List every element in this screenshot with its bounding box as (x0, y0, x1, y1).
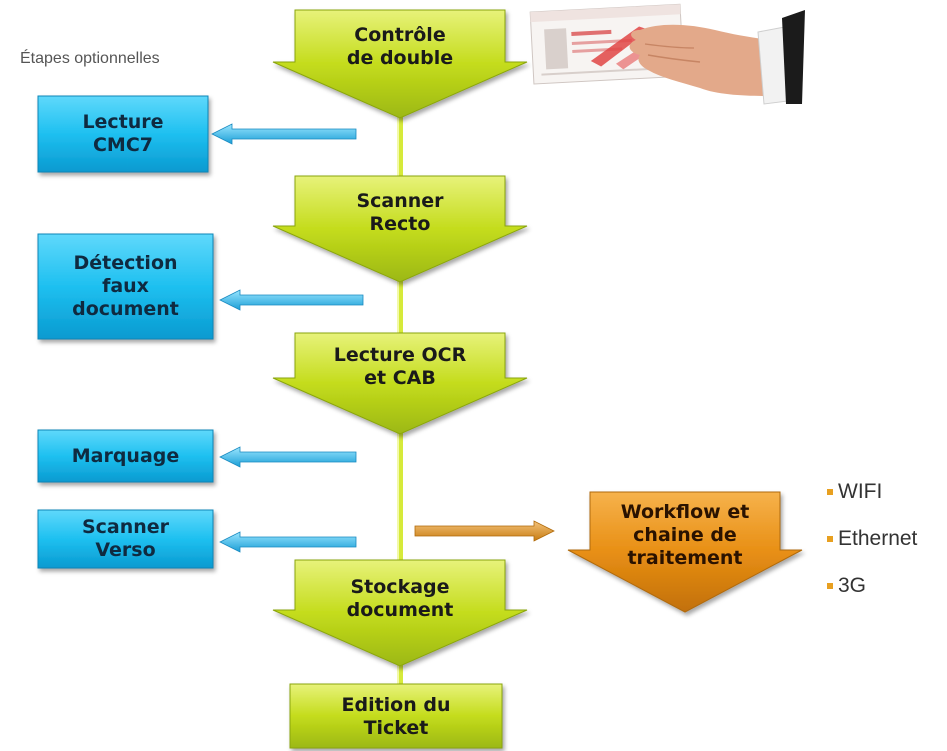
connectivity-item-wifi: WIFI (827, 480, 882, 504)
arrow-left-scanner-verso (219, 531, 357, 553)
connectivity-label: 3G (838, 574, 867, 597)
arrow-right-workflow (414, 520, 555, 542)
workflow-label: Workflow et chaine de traitement (620, 500, 750, 569)
connectivity-label: Ethernet (838, 527, 918, 550)
optional-box-marquage (37, 429, 214, 483)
optional-box-scanner-verso (37, 509, 214, 569)
arrow-left-marquage (219, 446, 357, 468)
step-shape-stockage (272, 559, 528, 667)
optional-box-cmc7 (37, 95, 209, 173)
workflow-shape (567, 491, 803, 613)
hand-holding-cheque-icon (529, 3, 805, 105)
connectivity-item-3g: 3G (827, 574, 866, 598)
optional-label-detection: Détection faux document (72, 252, 179, 320)
step-label-scanner-recto: Scanner Recto (356, 190, 444, 235)
step-label-controle: Contrôle de double (346, 24, 454, 69)
arrow-left-cmc7 (211, 123, 357, 145)
step-shape-lecture-ocr (272, 332, 528, 435)
step-label-edition: Edition du Ticket (341, 694, 451, 739)
step-label-stockage: Stockage document (346, 576, 454, 621)
step-shape-edition (289, 683, 503, 749)
arrow-left-detection (219, 289, 364, 311)
connectivity-label: WIFI (838, 480, 883, 503)
optional-label-cmc7: Lecture CMC7 (82, 111, 164, 156)
optional-steps-label: Étapes optionnelles (20, 50, 160, 67)
bullet-square-icon (827, 583, 833, 589)
connectivity-item-ethernet: Ethernet (827, 527, 917, 551)
optional-label-scanner-verso: Scanner Verso (81, 516, 170, 561)
step-shape-controle (272, 9, 528, 119)
bullet-square-icon (827, 536, 833, 542)
optional-box-detection (37, 233, 214, 340)
step-shape-scanner-recto (272, 175, 528, 283)
bullet-square-icon (827, 489, 833, 495)
step-label-lecture-ocr: Lecture OCR et CAB (333, 344, 467, 389)
optional-label-marquage: Marquage (71, 444, 180, 467)
